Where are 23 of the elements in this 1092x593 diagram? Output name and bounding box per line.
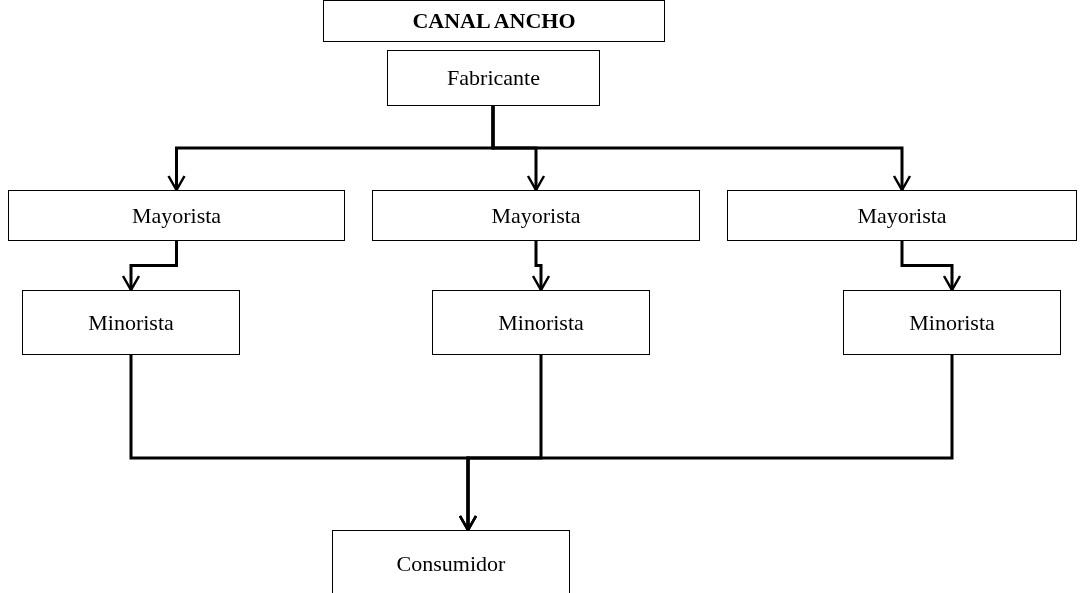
box-label: Minorista: [498, 309, 584, 336]
process-box: [727, 190, 1077, 241]
arrow: [491, 106, 912, 192]
process-box: [843, 290, 1061, 355]
arrow: [458, 355, 954, 532]
box-label: CANAL ANCHO: [412, 8, 576, 34]
arrow: [531, 241, 551, 292]
box-label: Mayorista: [131, 202, 222, 229]
box-label: Minorista: [909, 309, 995, 336]
process-box: [22, 290, 240, 355]
arrow: [900, 241, 962, 292]
arrow: [121, 241, 178, 292]
box-label: Minorista: [88, 309, 174, 336]
process-box: [332, 530, 570, 593]
box-label: Consumidor: [396, 551, 506, 577]
process-box: [372, 190, 700, 241]
process-box: [8, 190, 345, 241]
process-box: [387, 50, 600, 106]
box-label: Mayorista: [491, 202, 581, 229]
box-label: Mayorista: [857, 202, 947, 229]
title-box: [323, 0, 665, 42]
box-label: Fabricante: [447, 65, 540, 91]
process-box: [432, 290, 650, 355]
